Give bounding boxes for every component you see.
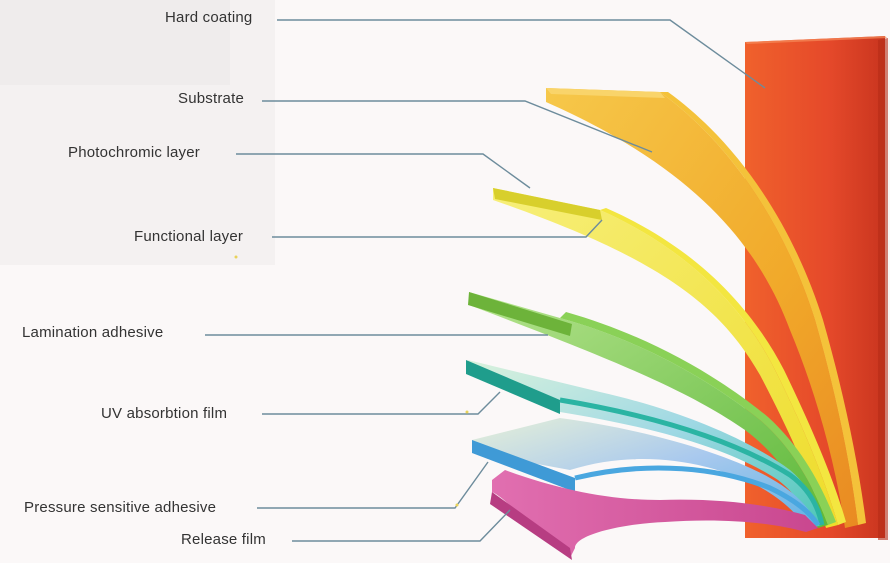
photochromic-layer [493, 188, 846, 528]
label-photochromic-layer: Photochromic layer [68, 144, 200, 161]
leader-line-substrate [262, 100, 653, 153]
substrate-layer [546, 88, 866, 528]
label-lamination-adhesive: Lamination adhesive [22, 324, 164, 341]
leader-line-pressure [257, 461, 489, 509]
leader-line-photochromic [236, 153, 531, 189]
label-substrate: Substrate [178, 90, 245, 107]
background-patch-top [0, 0, 230, 85]
uv-absorbtion-film-layer [466, 360, 825, 528]
leader-line-release [292, 509, 511, 542]
lamination-adhesive-layer [468, 292, 836, 528]
pressure-sensitive-adhesive-layer [472, 418, 821, 528]
release-film-layer [490, 470, 818, 560]
leader-line-uv [262, 391, 501, 415]
label-pressure-sensitive-adhesive: Pressure sensitive adhesive [24, 499, 217, 516]
leader-line-functional [272, 219, 603, 238]
label-uv-absorbtion-film: UV absorbtion film [101, 405, 228, 422]
leader-line-hard-coating [277, 19, 766, 89]
leader-lines [205, 19, 766, 542]
leader-dots [234, 255, 469, 507]
label-functional-layer: Functional layer [134, 228, 244, 245]
label-release-film: Release film [181, 531, 266, 548]
label-hard-coating: Hard coating [165, 9, 253, 26]
